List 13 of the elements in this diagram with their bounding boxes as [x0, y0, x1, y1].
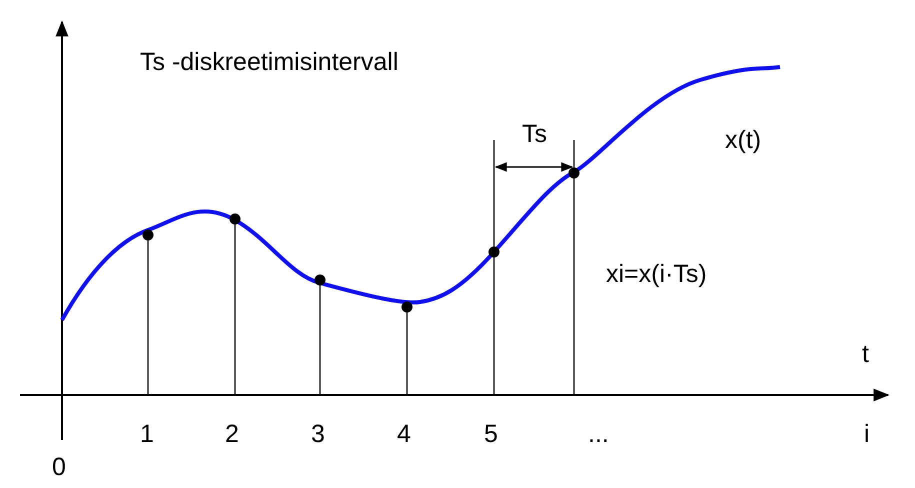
- tick-label: 0: [52, 455, 66, 480]
- tick-label: 4: [397, 422, 411, 447]
- tick-label: 5: [484, 422, 498, 447]
- tick-label: ...: [588, 422, 609, 447]
- curve-label: x(t): [725, 128, 762, 153]
- axis-label: t: [862, 342, 869, 367]
- note-text: Ts -diskreetimisintervall: [140, 50, 398, 75]
- axis-label: i: [864, 422, 870, 447]
- tick-label: 1: [140, 422, 154, 447]
- tick-label: 2: [225, 422, 239, 447]
- tick-label: 3: [311, 422, 325, 447]
- interval-label: Ts: [522, 122, 547, 147]
- sample-formula: xi=x(i·Ts): [606, 262, 707, 287]
